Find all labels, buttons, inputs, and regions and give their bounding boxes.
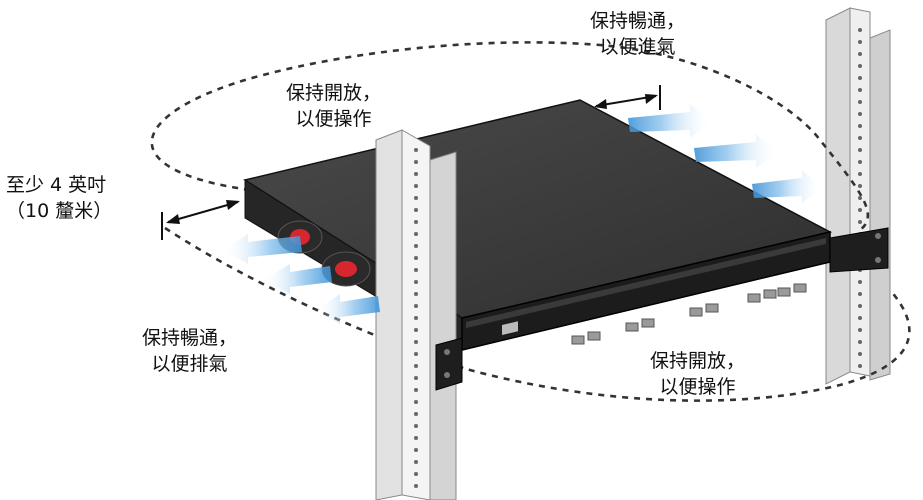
label-keep-clear-intake: 保持暢通， 以便進氣 bbox=[590, 10, 686, 58]
rack-hole bbox=[858, 196, 862, 200]
rack-hole bbox=[858, 76, 862, 80]
airflow-arrow-icon bbox=[222, 234, 380, 324]
rack-hole bbox=[414, 340, 418, 344]
rack-hole bbox=[414, 220, 418, 224]
rack-hole bbox=[414, 376, 418, 380]
port bbox=[777, 287, 791, 297]
rack-hole bbox=[858, 280, 862, 284]
rack-hole bbox=[414, 352, 418, 356]
rack-hole bbox=[858, 124, 862, 128]
rack-hole bbox=[414, 148, 418, 152]
rack-hole bbox=[414, 316, 418, 320]
dimension-arrow-icon bbox=[161, 200, 240, 240]
rack-hole bbox=[414, 256, 418, 260]
rack-hole bbox=[414, 460, 418, 464]
rack-hole bbox=[414, 400, 418, 404]
rack-hole bbox=[414, 232, 418, 236]
front-ports bbox=[571, 283, 807, 345]
rack-hole bbox=[414, 196, 418, 200]
rack-hole bbox=[858, 328, 862, 332]
port bbox=[747, 293, 761, 303]
brand-logo-icon bbox=[502, 321, 518, 335]
port bbox=[641, 318, 655, 328]
rack-hole bbox=[414, 160, 418, 164]
rack-hole bbox=[858, 136, 862, 140]
rack-hole bbox=[858, 184, 862, 188]
rack-hole bbox=[858, 64, 862, 68]
rack-hole bbox=[858, 220, 862, 224]
rack-hole bbox=[414, 184, 418, 188]
rack-hole bbox=[414, 328, 418, 332]
rack-hole bbox=[414, 424, 418, 428]
port bbox=[625, 322, 639, 332]
label-keep-open-operation-bottom: 保持開放， 以便操作 bbox=[650, 350, 746, 398]
rack-hole bbox=[414, 268, 418, 272]
rack-post-front bbox=[375, 129, 457, 500]
port bbox=[587, 331, 601, 341]
rack-hole bbox=[858, 304, 862, 308]
rack-hole bbox=[858, 364, 862, 368]
rack-hole bbox=[414, 208, 418, 212]
rack-hole bbox=[858, 28, 862, 32]
rack-hole bbox=[858, 100, 862, 104]
rack-hole bbox=[414, 364, 418, 368]
label-min-distance: 至少 4 英吋 （10 釐米） bbox=[6, 174, 113, 222]
port bbox=[571, 335, 585, 345]
rack-hole bbox=[414, 484, 418, 488]
rack-hole bbox=[414, 436, 418, 440]
rack-hole bbox=[858, 172, 862, 176]
rack-hole bbox=[414, 388, 418, 392]
rack-hole bbox=[414, 244, 418, 248]
rack-hole bbox=[858, 88, 862, 92]
airflow-arrow-icon bbox=[628, 104, 822, 203]
port bbox=[763, 289, 777, 299]
rack-hole bbox=[414, 472, 418, 476]
rack-hole bbox=[858, 112, 862, 116]
label-keep-clear-exhaust: 保持暢通， 以便排氣 bbox=[142, 327, 238, 375]
rack-hole bbox=[858, 52, 862, 56]
rack-hole bbox=[414, 304, 418, 308]
rack-hole bbox=[858, 40, 862, 44]
clearance-dashed-outline bbox=[150, 41, 911, 402]
rack-hole bbox=[858, 160, 862, 164]
rack-hole bbox=[858, 316, 862, 320]
port bbox=[689, 307, 703, 317]
dimension-arrow-icon bbox=[594, 85, 661, 110]
rack-hole bbox=[858, 340, 862, 344]
port bbox=[793, 283, 807, 293]
rack-hole bbox=[858, 352, 862, 356]
rack-hole bbox=[414, 292, 418, 296]
rack-hole bbox=[414, 448, 418, 452]
rack-hole bbox=[858, 208, 862, 212]
rack-hole bbox=[414, 412, 418, 416]
rack-hole bbox=[414, 172, 418, 176]
port bbox=[705, 303, 719, 313]
rack-post-rear bbox=[825, 7, 891, 385]
label-keep-open-operation-top: 保持開放， 以便操作 bbox=[286, 82, 382, 130]
rack-hole bbox=[858, 148, 862, 152]
rack-hole bbox=[858, 292, 862, 296]
mounting-bracket-right bbox=[829, 227, 889, 273]
rack-hole bbox=[414, 280, 418, 284]
mounting-bracket-left bbox=[435, 337, 463, 391]
